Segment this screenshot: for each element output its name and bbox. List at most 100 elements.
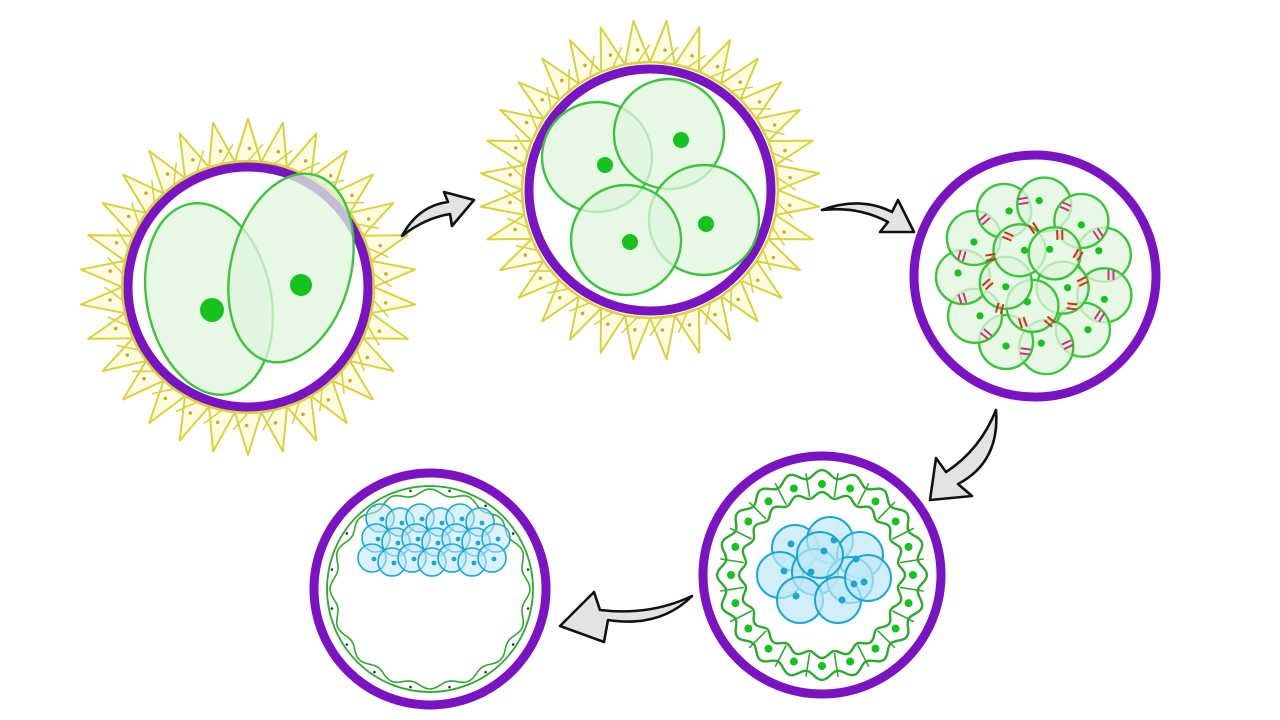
nucleus: [1035, 196, 1043, 205]
corona-nucleus: [303, 159, 308, 163]
corona-cell-border: [107, 316, 129, 327]
corona-cell-border: [621, 316, 639, 334]
corona-cell-border: [247, 143, 264, 162]
trophoblast-cell-border: [892, 527, 915, 540]
junction-line: [1076, 276, 1087, 283]
trophoblast-nucleus: [744, 624, 753, 633]
cell-junction: [1066, 302, 1078, 311]
two-cell-stage: [79, 118, 417, 456]
arrow-stage2-to-stage3: [820, 198, 916, 234]
trophoblast-cell-border: [899, 558, 924, 564]
inner-cell-nucleus: [391, 560, 397, 566]
corona-nucleus: [633, 327, 637, 332]
corona-nucleus: [756, 278, 760, 283]
corona-nucleus: [244, 423, 249, 428]
trophoblast-nucleus: [764, 644, 773, 653]
nucleus: [1002, 342, 1010, 350]
junction-line: [1001, 235, 1012, 242]
junction-line: [1022, 316, 1028, 327]
inner-cell-nucleus: [850, 580, 858, 588]
trophoblast-nucleus: [330, 568, 334, 571]
inner-cell-nucleus: [475, 540, 481, 546]
trophoblast-nucleus: [789, 657, 798, 666]
cell-junction: [1056, 229, 1064, 240]
corona-cell-border: [372, 273, 393, 288]
junction-line: [981, 217, 991, 226]
inner-cell-nucleus: [451, 556, 457, 562]
nucleus: [1020, 246, 1029, 254]
inner-cell-nucleus: [431, 560, 437, 566]
junction-line: [978, 213, 988, 222]
trophoblast-cell-border: [720, 558, 745, 564]
corona-nucleus: [365, 355, 370, 360]
trophoblast-cell-border: [748, 501, 767, 520]
junction-line: [1027, 224, 1036, 235]
trophoblast-nucleus: [484, 670, 487, 674]
trophoblast-nucleus: [871, 644, 880, 653]
corona-cell-border: [232, 412, 249, 431]
trophoblast-cell-border: [774, 645, 787, 668]
corona-cell-border: [273, 149, 293, 165]
corona-cell-border: [772, 152, 794, 163]
corona-cell: [624, 19, 651, 66]
corona-cell-border: [319, 388, 323, 412]
nucleus: [1084, 326, 1092, 334]
inner-cell-nucleus: [479, 520, 485, 526]
junction-line: [1019, 352, 1031, 356]
corona-cell-border: [173, 162, 177, 186]
corona-cell-border: [340, 371, 345, 394]
corona-cell-border: [367, 325, 380, 346]
junction-line: [1003, 231, 1014, 237]
nucleus: [1023, 298, 1032, 306]
corona-nucleus: [301, 412, 305, 417]
trophoblast-nucleus: [904, 599, 913, 608]
corona-nucleus: [163, 396, 168, 401]
inner-cell-nucleus: [419, 516, 425, 522]
corona-nucleus: [350, 193, 354, 198]
corona-cell-border: [704, 302, 712, 325]
inner-cell-nucleus: [491, 556, 497, 562]
trophoblast-nucleus: [891, 517, 900, 526]
inner-cell-nucleus: [820, 547, 828, 555]
corona-nucleus: [736, 297, 740, 302]
trophoblast-cell-border: [729, 527, 752, 540]
trophoblast-nucleus: [871, 497, 880, 506]
corona-cell: [649, 314, 676, 361]
inner-cell-nucleus: [455, 536, 461, 542]
junction-line: [1018, 201, 1029, 206]
corona-nucleus: [580, 311, 585, 316]
junction-line: [986, 257, 997, 262]
inner-cell-nucleus: [807, 568, 815, 576]
corona-cell-border: [175, 401, 198, 413]
junction-line: [1020, 347, 1031, 351]
trophoblast-nucleus: [818, 480, 826, 488]
corona-nucleus: [348, 379, 352, 383]
corona-cell: [370, 286, 417, 315]
nucleus: [1095, 247, 1103, 255]
trophoblast-cell-border: [857, 645, 870, 668]
corona-cell-border: [593, 311, 614, 326]
corona-nucleus: [108, 269, 113, 273]
corona-cell-border: [356, 223, 380, 230]
trophoblast-nucleus: [846, 484, 855, 493]
corona-nucleus: [165, 172, 170, 176]
trophoblast-nucleus: [727, 571, 735, 579]
trophoblast-cell-border: [877, 630, 896, 649]
corona-inner-boundary: [120, 159, 376, 415]
corona-cell-border: [776, 201, 794, 219]
corona-cell-border: [116, 228, 129, 249]
corona-nucleus: [608, 53, 613, 57]
trophoblast-nucleus: [744, 517, 753, 526]
trophoblast-cell-border: [857, 482, 870, 505]
trophoblast-nucleus: [846, 657, 855, 666]
corona-nucleus: [557, 296, 562, 300]
inner-cell-nucleus: [439, 520, 445, 526]
inner-cell: [844, 554, 892, 602]
inner-cell-nucleus: [379, 516, 385, 522]
corona-cell: [774, 164, 821, 191]
cell-junction: [1019, 347, 1031, 356]
trophoblast-nucleus: [909, 571, 917, 579]
corona-cell-border: [776, 176, 797, 191]
corona-cell-border: [503, 189, 524, 204]
